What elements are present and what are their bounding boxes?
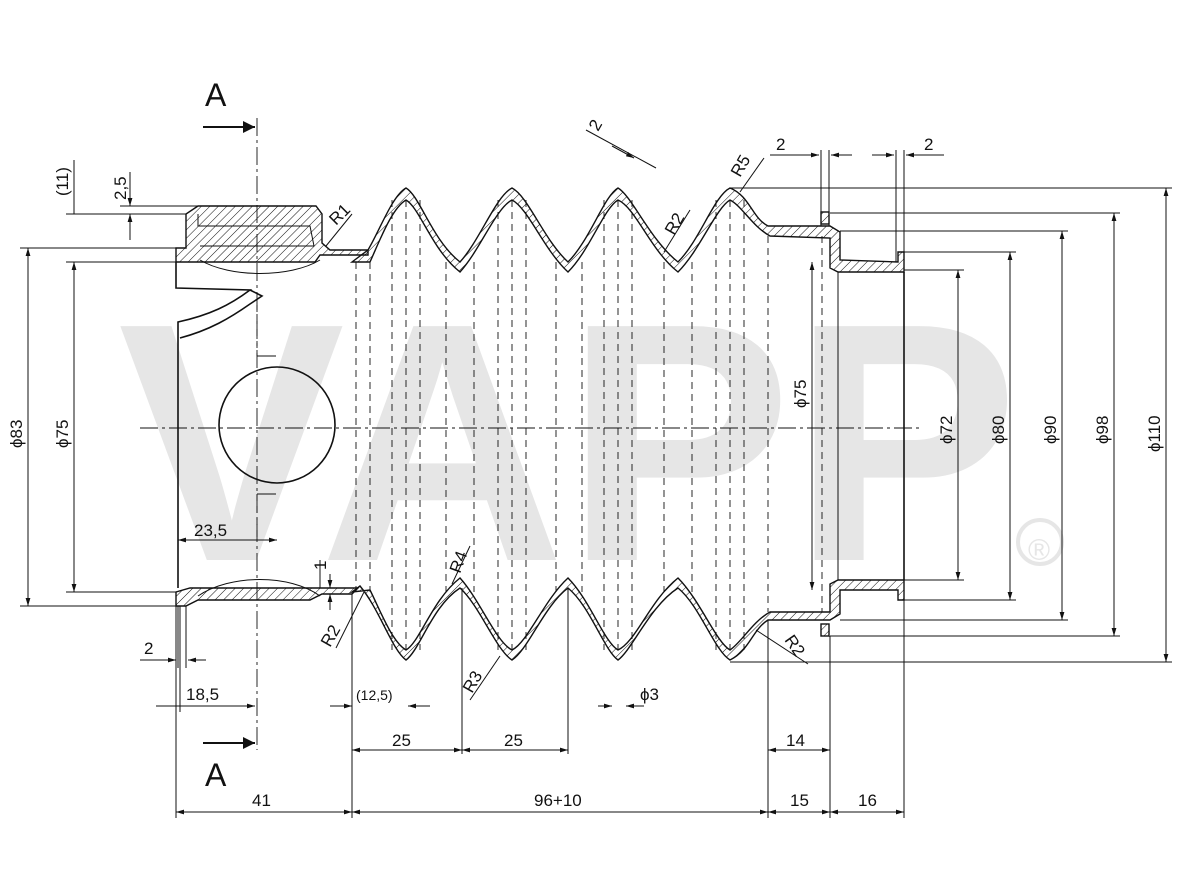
bottom-collar-curve (197, 579, 321, 597)
dim-d110: ϕ110 (1145, 415, 1164, 452)
section-label-bottom: A (205, 757, 227, 793)
left-housing (175, 205, 369, 607)
watermark-text: VAPP (118, 253, 1019, 633)
hole-ticks (257, 355, 276, 495)
bottom-collar-section (175, 587, 360, 607)
dim-15: 15 (790, 791, 809, 810)
dim-16: 16 (858, 791, 877, 810)
registered-mark: ® (1028, 534, 1050, 567)
side-hole (218, 366, 336, 484)
top-collar-inner (197, 214, 315, 247)
dim-d72: ϕ72 (937, 416, 956, 444)
dim-1: 1 (311, 561, 330, 570)
left-body-outline (175, 262, 253, 588)
dim-2-5: 2,5 (111, 176, 130, 200)
dim-2-bottom: 2 (144, 639, 153, 658)
bottom-bellows-section (349, 577, 905, 661)
dim-r5: R5 (727, 152, 754, 180)
dim-14: 14 (786, 731, 805, 750)
top-collar-section (175, 205, 369, 263)
top-bellows-section (349, 187, 905, 273)
dim-d90: ϕ90 (1041, 416, 1060, 444)
dim-23-5: 23,5 (194, 521, 227, 540)
dim-pitch-25a: 25 (392, 731, 411, 750)
dim-d75-inner: ϕ75 (791, 380, 810, 408)
dim-d80: ϕ80 (989, 416, 1008, 444)
dim-pitch-25b: 25 (504, 731, 523, 750)
hidden-lines (355, 200, 823, 650)
dim-18-5: 18,5 (186, 685, 219, 704)
dim-d3: ϕ3 (640, 685, 659, 704)
dim-96-10: 96+10 (534, 791, 582, 810)
dim-d75-left: ϕ75 (53, 420, 72, 448)
section-label-top: A (205, 77, 227, 113)
right-extension-lines (730, 187, 1172, 663)
dim-d98: ϕ98 (1093, 416, 1112, 444)
slot-lip (179, 289, 264, 339)
dim-r2-top: R2 (661, 210, 688, 238)
flange-lip-bottom (820, 623, 830, 637)
dim-41: 41 (252, 791, 271, 810)
flange-lip-top (820, 211, 830, 225)
dim-12-5: (12,5) (356, 687, 393, 703)
dim-r2-right: R2 (781, 631, 809, 660)
dim-r3: R3 (459, 668, 486, 696)
top-collar-curve (199, 259, 321, 274)
dim-flange-2a: 2 (776, 135, 785, 154)
dim-r1: R1 (325, 200, 354, 229)
dim-flange-2b: 2 (924, 135, 933, 154)
dim-paren11: (11) (53, 167, 72, 196)
dim-d83: ϕ83 (7, 420, 26, 448)
watermark: VAPP ® (118, 253, 1064, 633)
bellows (349, 187, 905, 661)
